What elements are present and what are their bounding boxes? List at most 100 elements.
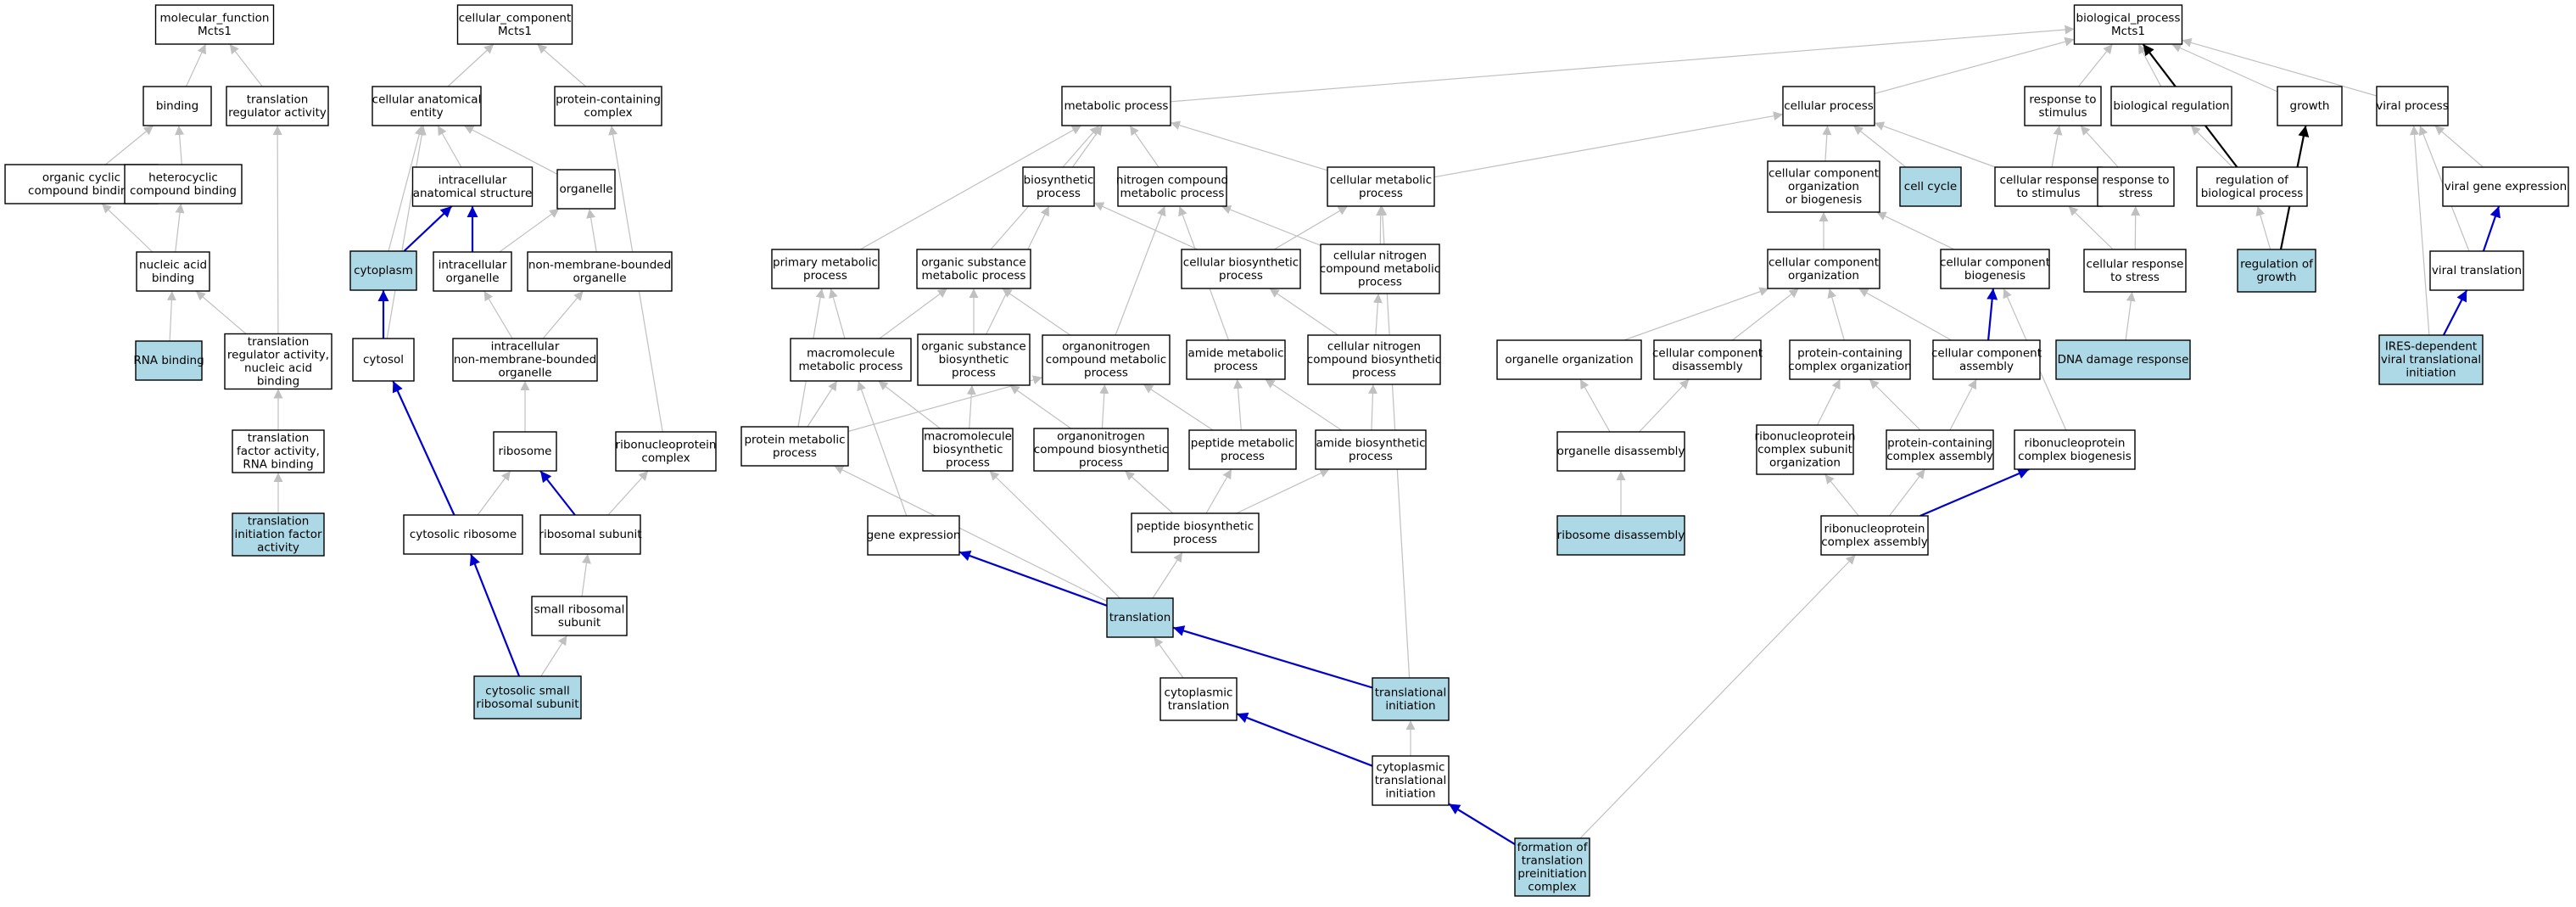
go-term-label-line: complex (641, 451, 690, 465)
go-term-viral-proc[interactable]: viral process (2376, 86, 2449, 126)
go-term-label-line: intracellular (439, 173, 507, 187)
go-term-cyt-ribo[interactable]: cytosolic ribosome (403, 514, 523, 555)
go-term-box (527, 251, 673, 292)
go-term-vge[interactable]: viral gene expression (2442, 166, 2569, 207)
go-term-label-line: ribonucleoprotein (616, 438, 717, 451)
go-term-org-dis[interactable]: organelle disassembly (1556, 431, 1685, 472)
go-term-binding[interactable]: binding (142, 86, 212, 126)
go-term-met-proc[interactable]: metabolic process (1061, 86, 1171, 126)
edge-ires-to-viral_proc (2410, 125, 2430, 336)
edge-ncmp-to-met_proc (1129, 125, 1159, 168)
go-term-box (922, 428, 1014, 472)
go-term-org-org[interactable]: organelle organization (1496, 339, 1642, 380)
go-term-label-line: cellular component (1769, 255, 1879, 269)
go-term-inmbo[interactable]: intracellularnon-membrane-boundedorganel… (452, 338, 598, 382)
go-term-box (452, 338, 598, 382)
go-term-box (539, 514, 641, 555)
go-term-cell-proc[interactable]: cellular process (1782, 86, 1875, 126)
go-term-viral-trans[interactable]: viral translation (2429, 250, 2524, 291)
go-term-gene-expr[interactable]: gene expression (867, 515, 961, 556)
go-term-ftpc[interactable]: formation oftranslationpreinitiationcomp… (1514, 837, 1590, 897)
go-term-label-line: biological regulation (2113, 99, 2229, 113)
go-term-dna-dmg[interactable]: DNA damage response (2055, 339, 2191, 380)
go-term-organelle[interactable]: organelle (556, 169, 616, 210)
go-term-growth[interactable]: growth (2277, 86, 2343, 126)
go-term-rna-bind[interactable]: RNA binding (133, 340, 204, 381)
go-term-ribosome[interactable]: ribosome (493, 431, 557, 472)
go-term-ribo-sub[interactable]: ribosomal subunit (539, 514, 642, 555)
go-term-box (2237, 249, 2316, 293)
go-term-cell-cycle[interactable]: cell cycle (1899, 166, 1962, 207)
go-term-label-line: cellular nitrogen (1333, 249, 1427, 263)
go-term-label-line: organic substance (921, 340, 1025, 354)
go-term-bio-reg[interactable]: biological regulation (2110, 86, 2232, 126)
go-term-cytosol[interactable]: cytosol (352, 338, 415, 382)
go-term-box (2110, 86, 2232, 126)
go-term-label-line: complex biogenesis (2018, 450, 2132, 463)
go-term-ribo-dis[interactable]: ribosome disassembly (1556, 515, 1685, 556)
go-term-translation[interactable]: translation (1106, 597, 1174, 638)
edge-org_dis-to-org_org (1579, 378, 1611, 433)
go-term-cytoplasm[interactable]: cytoplasm (349, 250, 417, 291)
edge-oncmp-to-ncmp (1115, 205, 1166, 336)
go-term-box (771, 249, 880, 289)
go-term-box (142, 86, 212, 126)
go-term-label-line: to stimulus (2017, 187, 2081, 200)
